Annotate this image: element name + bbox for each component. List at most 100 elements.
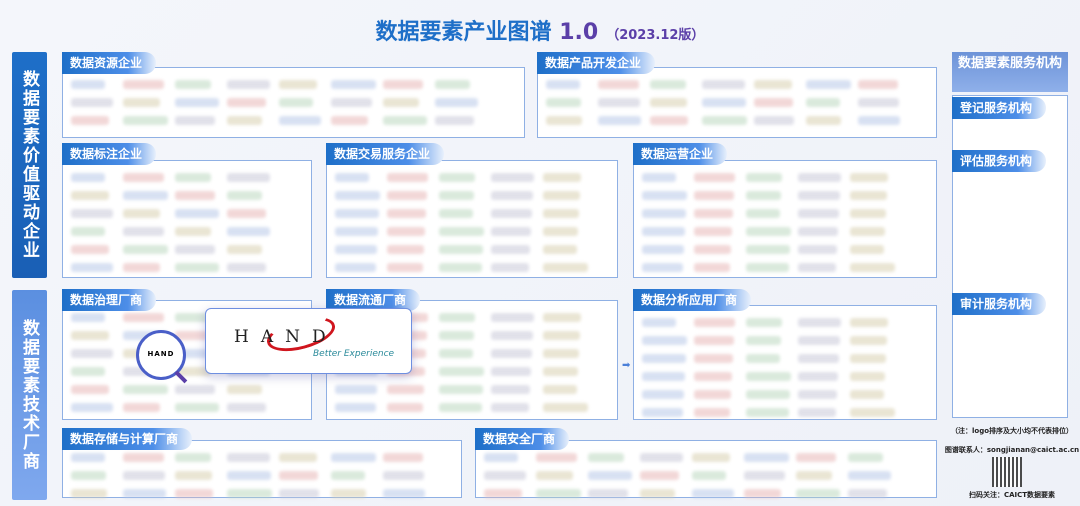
blurred-logo [642,336,687,345]
blurred-logo [850,372,885,381]
blurred-logo [650,80,686,89]
blurred-logo [858,98,899,107]
blurred-logo [796,453,836,462]
blurred-logo [227,173,270,182]
blurred-logo [387,209,426,218]
blurred-logo [175,263,219,272]
blurred-logo [796,489,840,498]
blurred-logo [383,80,423,89]
blurred-logo [439,209,473,218]
blurred-logo [387,173,428,182]
blurred-logo [744,453,789,462]
blurred-logo [335,263,376,272]
blurred-logo [536,453,577,462]
blurred-logo [279,471,318,480]
blurred-logo [744,489,781,498]
blurred-logo [850,209,886,218]
blurred-logo [123,98,160,107]
blurred-logo [387,227,425,236]
blurred-logo [439,173,475,182]
section-box [537,67,937,138]
blurred-logo [858,116,900,125]
blurred-logo [543,367,578,376]
blurred-logo [491,403,529,412]
arrow-icon: ➡ [622,360,631,371]
blurred-logo [536,489,581,498]
blurred-logo [387,263,423,272]
blurred-logo [543,209,579,218]
audit-label: 审计服务机构 [952,293,1047,315]
blurred-logo [335,385,377,394]
blurred-logo [335,191,380,200]
evaluation-label: 评估服务机构 [952,150,1047,172]
blurred-logo [850,227,885,236]
blurred-logo [588,453,624,462]
blurred-logo [279,116,321,125]
blurred-logo [806,80,851,89]
blurred-logo [702,80,745,89]
blurred-logo [484,489,522,498]
section-label: 数据产品开发企业 [537,52,656,74]
blurred-logo [642,209,686,218]
blurred-logo [543,173,581,182]
blurred-logo [746,227,791,236]
blurred-logo [439,331,474,340]
blurred-logo [650,116,688,125]
blurred-logo [694,372,732,381]
blurred-logo [491,173,534,182]
section-box [326,160,618,278]
blurred-logo [642,354,686,363]
blurred-logo [227,80,270,89]
blurred-logo [640,453,683,462]
blurred-logo [642,191,687,200]
blurred-logo [175,453,211,462]
blurred-logo [279,80,317,89]
blurred-logo [650,98,687,107]
blurred-logo [123,191,168,200]
contact: 图谱联系人：songjianan@caict.ac.cn [944,446,1080,454]
blurred-logo [850,408,895,417]
blurred-logo [123,263,160,272]
blurred-logo [335,245,377,254]
blurred-logo [439,227,484,236]
blurred-logo [227,403,266,412]
blurred-logo [491,263,529,272]
qr-code[interactable] [992,457,1022,487]
blurred-logo [543,403,588,412]
blurred-logo [227,227,270,236]
blurred-logo [798,354,839,363]
blurred-logo [439,349,473,358]
blurred-logo [227,209,266,218]
blurred-logo [543,349,579,358]
blurred-logo [491,209,532,218]
blurred-logo [175,385,215,394]
blurred-logo [692,489,734,498]
blurred-logo [543,313,581,322]
section-label: 数据存储与计算厂商 [62,428,193,450]
blurred-logo [439,385,483,394]
blurred-logo [543,331,580,340]
blurred-logo [491,367,531,376]
blurred-logo [439,245,483,254]
blurred-logo [692,453,730,462]
blurred-logo [850,191,887,200]
blurred-logo [71,263,113,272]
blurred-logo [546,98,581,107]
blurred-logo [331,116,368,125]
section-label: 数据标注企业 [62,143,157,165]
blurred-logo [71,313,105,322]
blurred-logo [702,98,746,107]
section-label: 数据治理厂商 [62,289,157,311]
blurred-logo [175,313,211,322]
blurred-logo [331,453,376,462]
blurred-logo [546,80,580,89]
blurred-logo [71,453,105,462]
blurred-logo [227,489,272,498]
blurred-logo [439,313,475,322]
blurred-logo [331,471,365,480]
blurred-logo [543,227,578,236]
blurred-logo [175,349,219,358]
blurred-logo [435,98,478,107]
blurred-logo [543,263,588,272]
blurred-logo [439,191,474,200]
